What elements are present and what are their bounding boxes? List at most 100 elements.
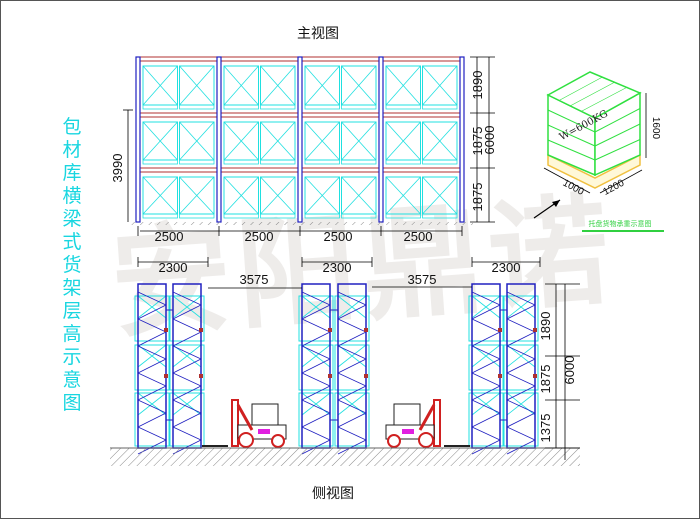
frame-brace — [337, 318, 367, 333]
pallet-cross — [260, 176, 296, 215]
frame-brace — [301, 412, 331, 428]
pallet-cross — [142, 176, 178, 215]
pallet-base — [142, 159, 178, 165]
pallet-cross — [341, 121, 377, 161]
pallet-cross — [471, 295, 501, 319]
pallet-caption: 托盘货物承重示意图 — [589, 219, 652, 228]
pallet-cross — [137, 392, 167, 416]
pallet-cross — [422, 176, 458, 215]
pallet-cross — [304, 176, 340, 215]
pallet-base — [341, 104, 377, 110]
frame-brace — [301, 318, 331, 333]
ground-hatch — [128, 222, 473, 225]
level-height-label: 1875 — [538, 365, 553, 394]
beam-end — [498, 328, 502, 332]
pallet-base — [304, 104, 340, 110]
pallet-cross — [179, 176, 215, 215]
pallet-base — [223, 159, 259, 165]
pallet-cross — [172, 344, 202, 368]
frame-brace — [301, 426, 331, 441]
pallet-base — [142, 213, 178, 219]
vertical-title: 包材库横梁式货架层高示意图 — [62, 116, 82, 414]
frame-brace — [172, 291, 202, 306]
frame-brace — [337, 399, 367, 414]
pallet-profile — [169, 295, 205, 342]
pallet-profile — [298, 344, 334, 391]
bay-width-label: 2500 — [245, 229, 274, 244]
level-height-label: 1890 — [538, 312, 553, 341]
bay-width-label: 2500 — [155, 229, 184, 244]
beam-end — [164, 374, 168, 378]
frame-brace — [137, 426, 167, 441]
frame-brace — [137, 358, 167, 374]
frame-depth-label: 2300 — [492, 260, 521, 275]
forklift-mast — [433, 399, 441, 447]
pallet-cross — [422, 121, 458, 161]
pallet-cross — [506, 392, 536, 416]
frame-brace — [337, 331, 367, 347]
pallet-cross — [471, 344, 501, 368]
frame-brace — [137, 399, 167, 414]
upright — [135, 56, 141, 223]
frame-brace — [337, 372, 367, 387]
pallet-profile — [334, 295, 370, 342]
frame-brace — [506, 291, 536, 306]
pallet-profile — [169, 344, 205, 391]
frame-brace — [506, 412, 536, 428]
frame-brace — [301, 372, 331, 387]
pallet-cross — [385, 121, 421, 161]
frame-brace — [337, 412, 367, 428]
forklift-wheel — [418, 432, 434, 448]
beam-end — [199, 328, 203, 332]
frame-brace — [471, 426, 501, 441]
pallet-load-drawing — [533, 71, 647, 219]
frame-brace — [301, 291, 331, 306]
frame-brace — [337, 358, 367, 374]
frame-brace — [337, 291, 367, 306]
pallet-cross — [337, 392, 367, 416]
beam-end — [328, 328, 332, 332]
pallet-cross — [137, 344, 167, 368]
pallet-cross — [137, 295, 167, 319]
pallet-cross — [304, 121, 340, 161]
pallet-cross — [260, 121, 296, 161]
frame-brace — [506, 385, 536, 401]
goods-row-line — [594, 108, 641, 133]
frame-brace — [137, 372, 167, 387]
pallet-base — [179, 213, 215, 219]
pallet-profile — [503, 295, 539, 342]
front-view-dimensions: 2500 2500 2500 2500 1890 1875 1875 6000 … — [110, 71, 497, 244]
goods-top-face — [546, 71, 642, 119]
level-height-label: 1375 — [538, 414, 553, 443]
frame-brace — [137, 385, 167, 401]
pallet-cross — [304, 65, 340, 106]
pallet-cross — [337, 295, 367, 319]
beam-end — [328, 374, 332, 378]
frame-brace — [471, 291, 501, 306]
pallet-cross — [301, 295, 331, 319]
pallet-base — [260, 159, 296, 165]
pallet-cross — [223, 176, 259, 215]
goods-row-line — [594, 123, 641, 147]
pallet-base — [179, 159, 215, 165]
goods-row-line — [594, 139, 641, 161]
left-height-label: 3990 — [110, 154, 125, 183]
frame-brace — [301, 345, 331, 360]
pallet-cross — [179, 65, 215, 106]
forklift-cabin — [251, 403, 279, 426]
pallet-base — [304, 159, 340, 165]
frame-brace — [471, 385, 501, 401]
upright — [378, 56, 384, 223]
pallet-cross — [301, 392, 331, 416]
total-height-label: 6000 — [562, 356, 577, 385]
front-view-title: 主视图 — [297, 26, 339, 42]
frame-brace — [506, 358, 536, 374]
pallet-base — [179, 104, 215, 110]
frame-brace — [506, 331, 536, 347]
goods-top-line — [580, 86, 628, 112]
level-height-label: 1875 — [470, 183, 485, 212]
arrow-head — [552, 200, 560, 207]
front-view — [123, 56, 495, 236]
pallet-base — [385, 213, 421, 219]
